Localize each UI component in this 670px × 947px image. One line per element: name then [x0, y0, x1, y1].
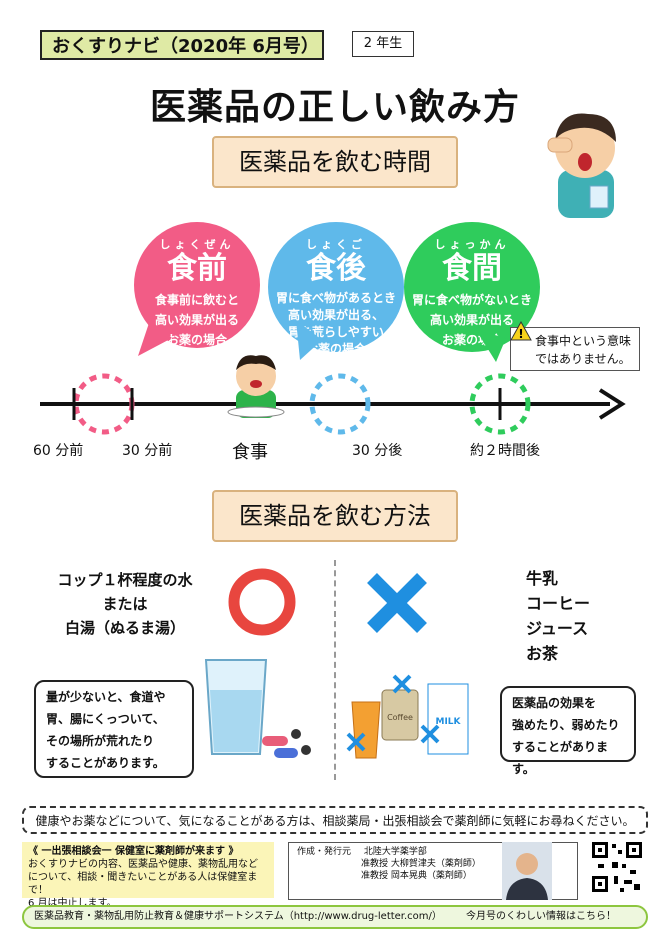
- sick-boy-illustration: [547, 113, 616, 218]
- desc-before-2: 高い効果が出る: [154, 313, 239, 327]
- publisher-univ: 北陸大学薬学部: [363, 847, 427, 857]
- ruby-before: しょくぜん: [159, 238, 235, 251]
- word-before: 食前: [167, 251, 227, 286]
- bad-note-2: 強めたり、弱めたり: [512, 718, 620, 732]
- word-between: 食間: [442, 251, 502, 286]
- consult-notice: 健康やお薬などについて、気になることがある方は、相談薬局・出張相談会で薬剤師に気…: [22, 806, 648, 834]
- water-glass-illustration: [204, 659, 311, 758]
- bad-note-3: することがあります。: [512, 740, 609, 776]
- bad-drink-1: 牛乳: [526, 569, 559, 588]
- timeline: [40, 373, 626, 435]
- author-photo: [502, 842, 552, 900]
- bad-note: 医薬品の効果を 強めたり、弱めたり することがあります。: [500, 686, 636, 776]
- publisher-person-2: 准教授 岡本晃典（薬剤師）: [361, 871, 472, 881]
- bad-drinks: 牛乳 コーヒー ジュース お茶: [526, 566, 590, 666]
- good-drink-1: コップ１杯程度の水: [57, 571, 193, 589]
- event-cancel: 6 月は中止します。: [28, 898, 117, 909]
- page-title: 医薬品の正しい飲み方: [149, 87, 520, 128]
- timing-note: 食事中という意味ではありません。: [510, 327, 640, 371]
- svg-text:!: !: [518, 327, 523, 341]
- warning-icon: !: [510, 321, 532, 341]
- desc-after-4: お薬の場合: [305, 342, 366, 356]
- desc-after-1: 胃に食べ物があるとき: [275, 291, 396, 305]
- good-drink-2: または: [102, 595, 148, 613]
- good-drinks: コップ１杯程度の水 または 白湯（ぬるま湯）: [40, 568, 210, 640]
- desc-after-2: 高い効果が出る、: [287, 308, 384, 322]
- method-divider: [334, 560, 336, 780]
- grade-label: 2 年生: [352, 31, 414, 57]
- event-box: 《 一出張相談会一 保健室に薬剤師が来ます 》 おくすりナビの内容、医薬品や健康…: [22, 842, 274, 909]
- tick-meal: 食事: [232, 442, 268, 463]
- desc-before-3: お薬の場合: [166, 333, 227, 347]
- footer-system[interactable]: 医薬品教育・薬物乱用防止教育＆健康サポートシステム（http://www.dru…: [34, 911, 442, 922]
- bad-drink-2: コーヒー: [526, 594, 591, 613]
- bad-drink-4: お茶: [526, 644, 559, 663]
- bad-note-1: 医薬品の効果を: [512, 696, 597, 710]
- section-method-banner: 医薬品を飲む方法: [212, 490, 458, 542]
- good-note-2: 胃、腸にくっついて、: [46, 712, 165, 726]
- event-head: 《 一出張相談会一 保健室に薬剤師が来ます 》: [28, 846, 239, 857]
- circle-ok-icon: [228, 568, 296, 636]
- bad-drink-3: ジュース: [526, 619, 589, 638]
- milk-carton-label: MILK: [435, 717, 461, 727]
- tick-30-after: 30 分後: [352, 443, 403, 459]
- tick-2h-after: 約２時間後: [470, 443, 540, 459]
- good-drink-3: 白湯（ぬるま湯）: [64, 619, 185, 637]
- desc-before-1: 食事前に飲むと: [154, 293, 239, 307]
- footer-detail-link[interactable]: 今月号のくわしい情報はこちら！: [466, 911, 616, 922]
- drinks-illustration: Coffee MILK: [346, 674, 469, 759]
- ruby-between: しょっかん: [434, 238, 510, 251]
- issue-header: おくすりナビ（2020年 6月号）: [40, 30, 324, 60]
- coffee-mug-label: Coffee: [387, 713, 413, 722]
- desc-between-2: 高い効果が出る: [429, 313, 514, 327]
- word-after: 食後: [306, 251, 366, 286]
- tick-60-before: 60 分前: [33, 443, 84, 459]
- publisher-person-1: 准教授 大柳賀津夫（薬剤師）: [361, 859, 481, 869]
- cross-ng-icon: [367, 573, 427, 633]
- section-time-banner: 医薬品を飲む時間: [212, 136, 458, 188]
- footer-bar: 医薬品教育・薬物乱用防止教育＆健康サポートシステム（http://www.dru…: [22, 905, 648, 929]
- desc-between-1: 胃に食べ物がないとき: [411, 293, 532, 307]
- good-note: 量が少ないと、食道や 胃、腸にくっついて、 その場所が荒れたり することがありま…: [34, 680, 194, 778]
- event-body-1: おくすりナビの内容、医薬品や健康、薬物乱用など: [28, 859, 258, 870]
- good-note-1: 量が少ないと、食道や: [46, 690, 166, 704]
- event-body-2: について、相談・聞きたいことがある人は保健室まで！: [28, 872, 258, 896]
- eating-boy-illustration: [227, 355, 285, 418]
- good-note-4: することがあります。: [46, 756, 165, 770]
- good-note-3: その場所が荒れたり: [46, 734, 155, 748]
- publisher-box: 作成・発行元 北陸大学薬学部 准教授 大柳賀津夫（薬剤師） 准教授 岡本晃典（薬…: [288, 842, 578, 900]
- ruby-after: しょくご: [306, 238, 366, 251]
- tick-30-before: 30 分前: [122, 443, 173, 459]
- qr-code[interactable]: [590, 840, 644, 894]
- publisher-label: 作成・発行元: [297, 847, 352, 857]
